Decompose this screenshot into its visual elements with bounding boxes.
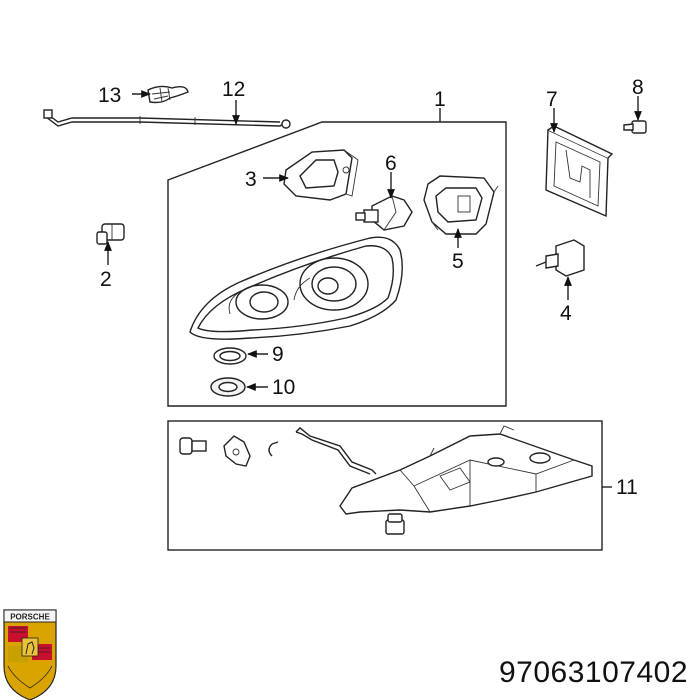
- headlamp-part-1: [189, 236, 403, 340]
- logo-wordmark: PORSCHE: [10, 613, 50, 622]
- callout-9: 9: [272, 343, 284, 366]
- callout-13: 13: [98, 84, 121, 107]
- callout-12: 12: [222, 78, 245, 101]
- seal-part-9: [213, 347, 247, 365]
- bracket-small: [223, 435, 251, 467]
- callout-8: 8: [632, 76, 644, 99]
- seal-part-10: [210, 377, 246, 397]
- bulb-part-4: [535, 239, 585, 277]
- callout-6: 6: [385, 152, 397, 175]
- rod: [295, 427, 377, 475]
- bulb-part-2: [96, 223, 125, 245]
- bolt-small: [179, 437, 207, 455]
- module-part-7: [545, 125, 614, 218]
- callout-1: 1: [434, 88, 446, 111]
- screw-part-8: [623, 120, 647, 134]
- clip-part-13: [147, 85, 189, 104]
- cable-part-12: [43, 109, 291, 129]
- callout-5: 5: [452, 250, 464, 273]
- callout-2: 2: [100, 268, 112, 291]
- bracket-part-3: [283, 149, 359, 201]
- callout-4: 4: [560, 302, 572, 325]
- callout-11: 11: [616, 476, 638, 499]
- cover-part-5: [423, 175, 499, 235]
- clip-small: [268, 441, 279, 457]
- callout-10: 10: [272, 376, 295, 399]
- part-number: 97063107402: [498, 656, 688, 689]
- assembly-box-1: [167, 121, 507, 407]
- porsche-crest-logo: PORSCHE: [3, 609, 57, 700]
- leader-lines: [104, 90, 642, 488]
- mounting-bracket-part-11: [339, 425, 593, 515]
- grommet: [385, 513, 405, 535]
- assembly-box-11: [167, 420, 603, 551]
- callout-3: 3: [245, 168, 257, 191]
- socket-part-6: [355, 195, 413, 231]
- callout-7: 7: [546, 88, 558, 111]
